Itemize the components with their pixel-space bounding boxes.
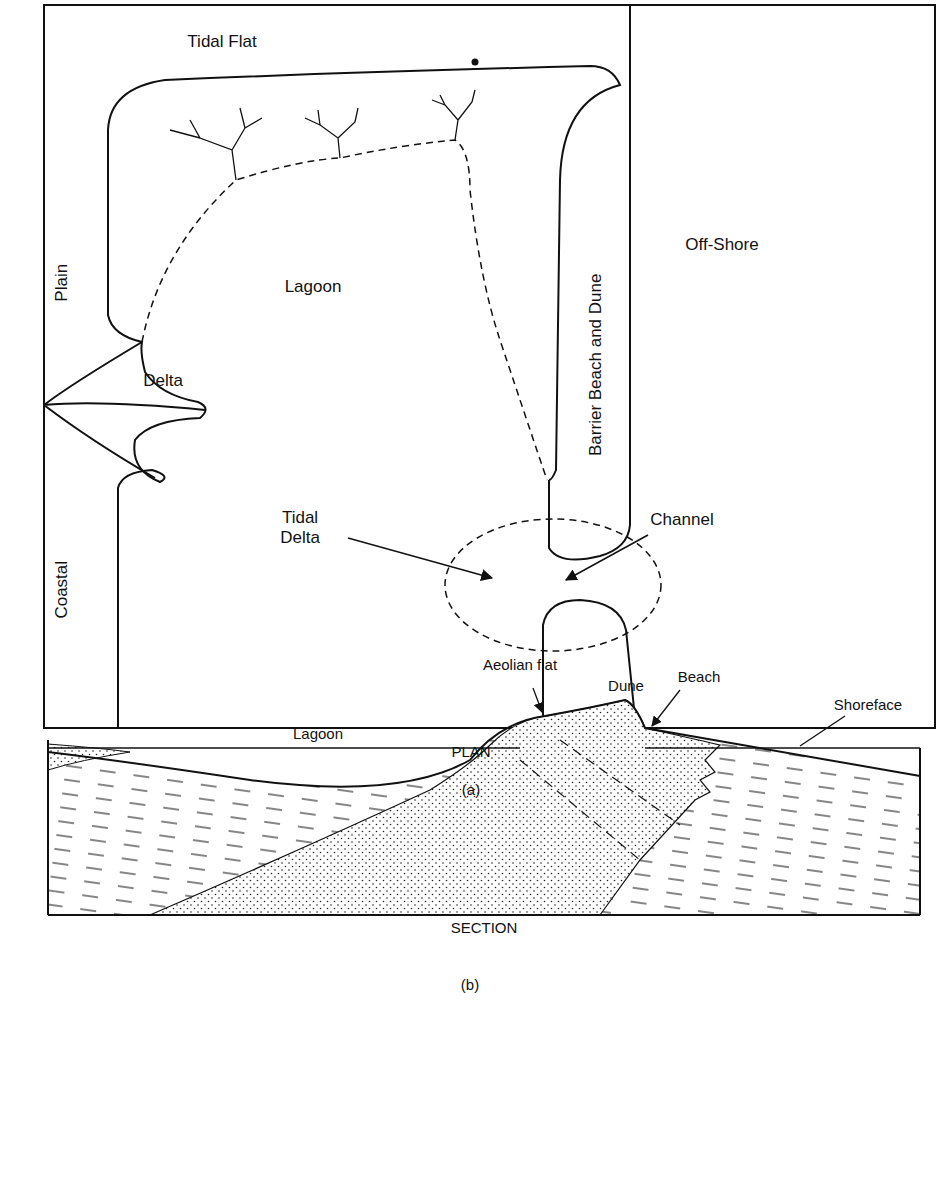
tidal-delta-outline <box>445 519 661 651</box>
region-label: Shoreface <box>834 696 902 713</box>
leader-line <box>566 535 648 580</box>
lagoon-boundary <box>142 140 547 480</box>
barrier-outline <box>549 5 630 560</box>
region-label: Tidal Delta <box>270 508 330 547</box>
plan-frame <box>44 5 935 728</box>
tidal-channels <box>170 90 475 180</box>
region-label: Barrier Beach and Dune <box>586 274 606 456</box>
region-label: Tidal Flat <box>187 32 256 52</box>
region-label: Aeolian flat <box>480 656 560 673</box>
region-label: Channel <box>650 510 713 530</box>
region-label: SECTION <box>451 919 518 936</box>
region-label: Coastal <box>52 561 72 619</box>
region-label: Off-Shore <box>685 235 758 255</box>
region-label: Lagoon <box>285 277 342 297</box>
region-label: Dune <box>608 677 644 694</box>
region-label: PLAN <box>451 743 490 760</box>
region-label: Delta <box>143 371 183 391</box>
cross-section <box>48 688 920 915</box>
region-label: (a) <box>462 781 480 798</box>
region-label: Plain <box>52 264 72 302</box>
delta-outline <box>44 342 205 478</box>
region-label: Lagoon <box>293 725 343 742</box>
region-label: (b) <box>461 976 479 993</box>
region-label: Beach <box>678 668 721 685</box>
leader-line <box>348 538 492 578</box>
